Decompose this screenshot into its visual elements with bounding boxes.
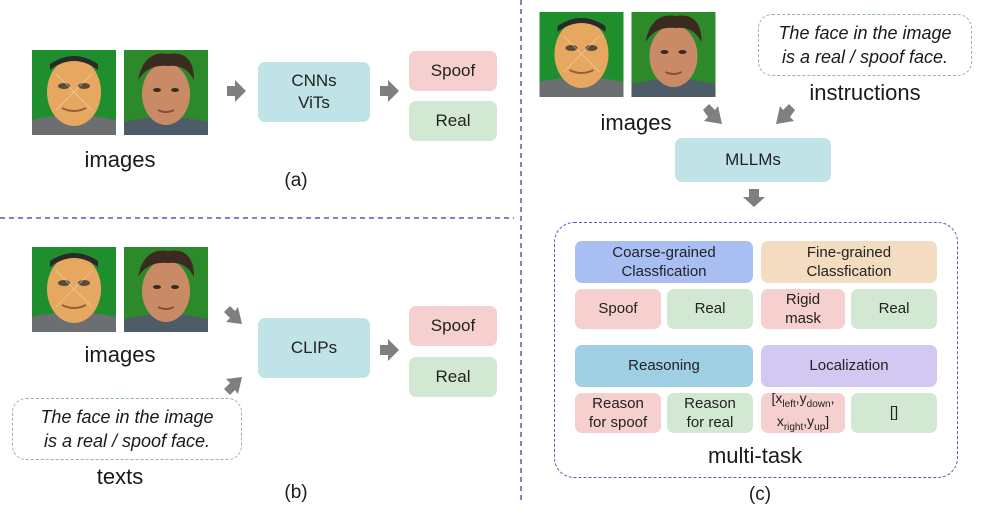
caption-c: (c) <box>748 484 772 505</box>
fine-real-output: Real <box>851 289 937 329</box>
reason-for-real-output: Reason for real <box>667 393 753 433</box>
reason-spoof-line-2: for spoof <box>588 414 648 431</box>
coarse-title-line-2: Classfication <box>621 263 707 280</box>
coarse-title-line-1: Coarse-grained <box>612 244 716 261</box>
instructions-label: instructions <box>809 80 921 105</box>
real-face-image-a <box>124 50 208 135</box>
real-face-image-b <box>124 247 208 332</box>
text-prompt-line-2: is a real / spoof face. <box>43 431 211 451</box>
mllm-model-box: MLLMs <box>675 138 831 182</box>
spoof-output-a: Spoof <box>409 51 497 91</box>
reason-for-spoof-output: Reason for spoof <box>575 393 661 433</box>
fine-grained-title: Fine-grained Classfication <box>761 241 937 283</box>
texts-label: texts <box>96 464 144 489</box>
reason-real-line-1: Reason <box>684 395 736 412</box>
caption-a: (a) <box>284 170 308 191</box>
empty-bbox-output: [] <box>851 393 937 433</box>
text-prompt-line-1: The face in the image <box>40 407 214 427</box>
reason-real-line-2: for real <box>686 414 734 431</box>
model-label-vits: ViTs <box>298 93 330 112</box>
coarse-grained-title: Coarse-grained Classfication <box>575 241 753 283</box>
mask-face-image-a <box>32 50 116 135</box>
instruction-line-2: is a real / spoof face. <box>781 47 949 67</box>
cnn-vit-model-box: CNNs ViTs <box>258 62 370 122</box>
reasoning-title: Reasoning <box>575 345 753 387</box>
bbox-y-up: yup <box>807 413 826 433</box>
reason-spoof-line-1: Reason <box>592 395 644 412</box>
rigid-mask-line-2: mask <box>785 310 821 327</box>
fine-title-line-2: Classfication <box>806 263 892 280</box>
bbox-line-2: xright,yup] <box>776 413 830 433</box>
fine-title-line-1: Fine-grained <box>806 244 892 261</box>
fine-rigid-mask-output: Rigid mask <box>761 289 845 329</box>
multitask-label: multi-task <box>707 443 803 468</box>
coarse-spoof-output: Spoof <box>575 289 661 329</box>
text-prompt-box: The face in the image is a real / spoof … <box>12 398 242 460</box>
mask-face-image-b <box>32 247 116 332</box>
images-label-a: images <box>84 147 156 172</box>
model-label-cnns: CNNs <box>291 71 337 90</box>
multitask-container <box>554 222 958 478</box>
real-face-image-c <box>631 12 716 97</box>
instruction-line-1: The face in the image <box>778 23 952 43</box>
bbox-line-1: [xleft,ydown, <box>771 390 835 410</box>
clip-model-box: CLIPs <box>258 318 370 378</box>
arrows <box>224 80 795 395</box>
bbox-y-down: ydown <box>799 390 831 410</box>
spoof-output-b: Spoof <box>409 306 497 346</box>
images-label-c: images <box>600 110 672 135</box>
bbox-coordinates-output: [xleft,ydown, xright,yup] <box>761 390 845 433</box>
bbox-x-right: xright <box>776 413 804 433</box>
bbox-x-left: xleft <box>775 390 796 410</box>
coarse-real-output: Real <box>667 289 753 329</box>
mask-face-image-c <box>539 12 624 97</box>
rigid-mask-line-1: Rigid <box>785 291 821 308</box>
localization-title: Localization <box>761 345 937 387</box>
images-label-b: images <box>84 342 156 367</box>
real-output-b: Real <box>409 357 497 397</box>
real-output-a: Real <box>409 101 497 141</box>
instruction-box: The face in the image is a real / spoof … <box>758 14 972 76</box>
caption-b: (b) <box>284 482 308 503</box>
